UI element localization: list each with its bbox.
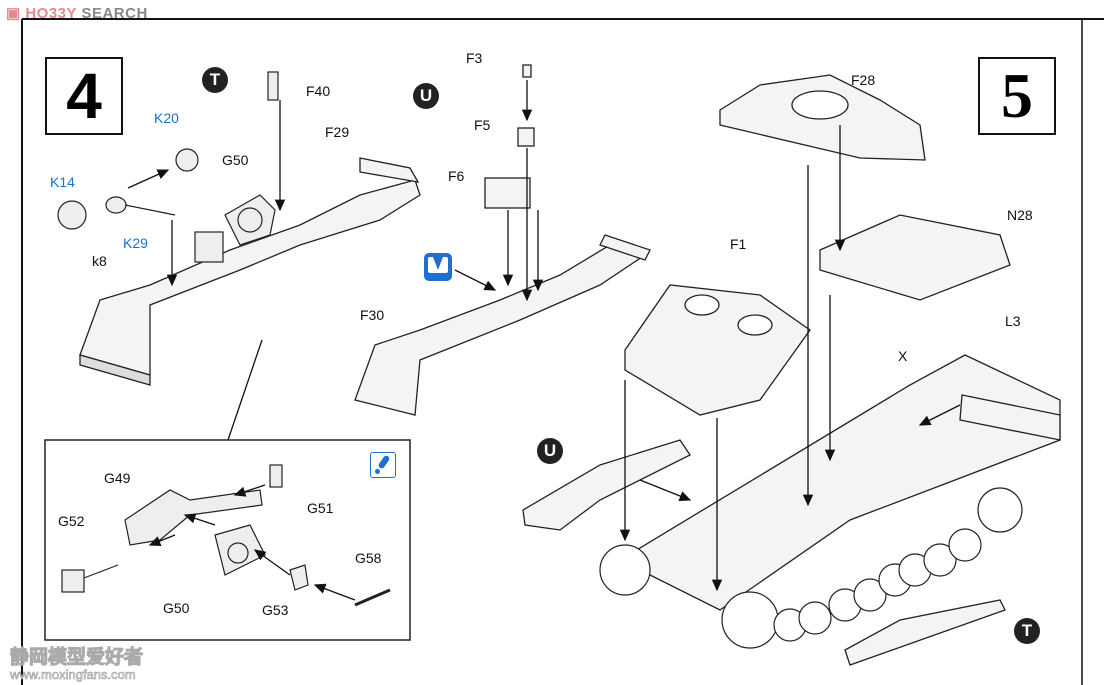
part-label-f6: F6 bbox=[448, 168, 465, 184]
part-label-g49: G49 bbox=[104, 470, 131, 486]
marker-t-step5: T bbox=[1014, 618, 1040, 644]
step-number-4: 4 bbox=[45, 57, 123, 135]
hobby-search-watermark: ▣ HO33Y SEARCH bbox=[6, 5, 148, 22]
part-label-f3: F3 bbox=[466, 50, 483, 66]
part-label-g53: G53 bbox=[262, 602, 289, 618]
part-label-x: X bbox=[898, 348, 908, 364]
part-label-k29: K29 bbox=[123, 235, 148, 251]
moxingfans-url-watermark: www.moxingfans.com bbox=[10, 667, 136, 683]
moxingfans-logo-watermark: 静岡模型爱好者 bbox=[9, 647, 144, 669]
part-label-f30: F30 bbox=[360, 307, 385, 323]
marker-u-step4: U bbox=[413, 83, 439, 109]
part-label-g58: G58 bbox=[355, 550, 382, 566]
part-label-g50-inset: G50 bbox=[163, 600, 190, 616]
parts-g50-k20 bbox=[57, 71, 279, 263]
marker-t-step4: T bbox=[202, 67, 228, 93]
part-label-f5: F5 bbox=[474, 117, 491, 133]
part-label-f29: F29 bbox=[325, 124, 350, 140]
part-label-k8: k8 bbox=[92, 253, 107, 269]
marker-u-step5: U bbox=[537, 438, 563, 464]
part-label-f40: F40 bbox=[306, 83, 331, 99]
part-label-f1: F1 bbox=[730, 236, 747, 252]
part-label-f28: F28 bbox=[851, 72, 876, 88]
part-label-g52: G52 bbox=[58, 513, 85, 529]
part-label-n28: N28 bbox=[1007, 207, 1033, 223]
optional-icon bbox=[370, 452, 396, 478]
part-label-g50: G50 bbox=[222, 152, 249, 168]
part-label-k14: K14 bbox=[50, 174, 75, 190]
step-number-5: 5 bbox=[978, 57, 1056, 135]
part-label-l3: L3 bbox=[1005, 313, 1021, 329]
fender-f29 bbox=[79, 157, 421, 386]
part-label-g51: G51 bbox=[307, 500, 334, 516]
glue-icon bbox=[424, 253, 452, 281]
part-label-k20: K20 bbox=[154, 110, 179, 126]
